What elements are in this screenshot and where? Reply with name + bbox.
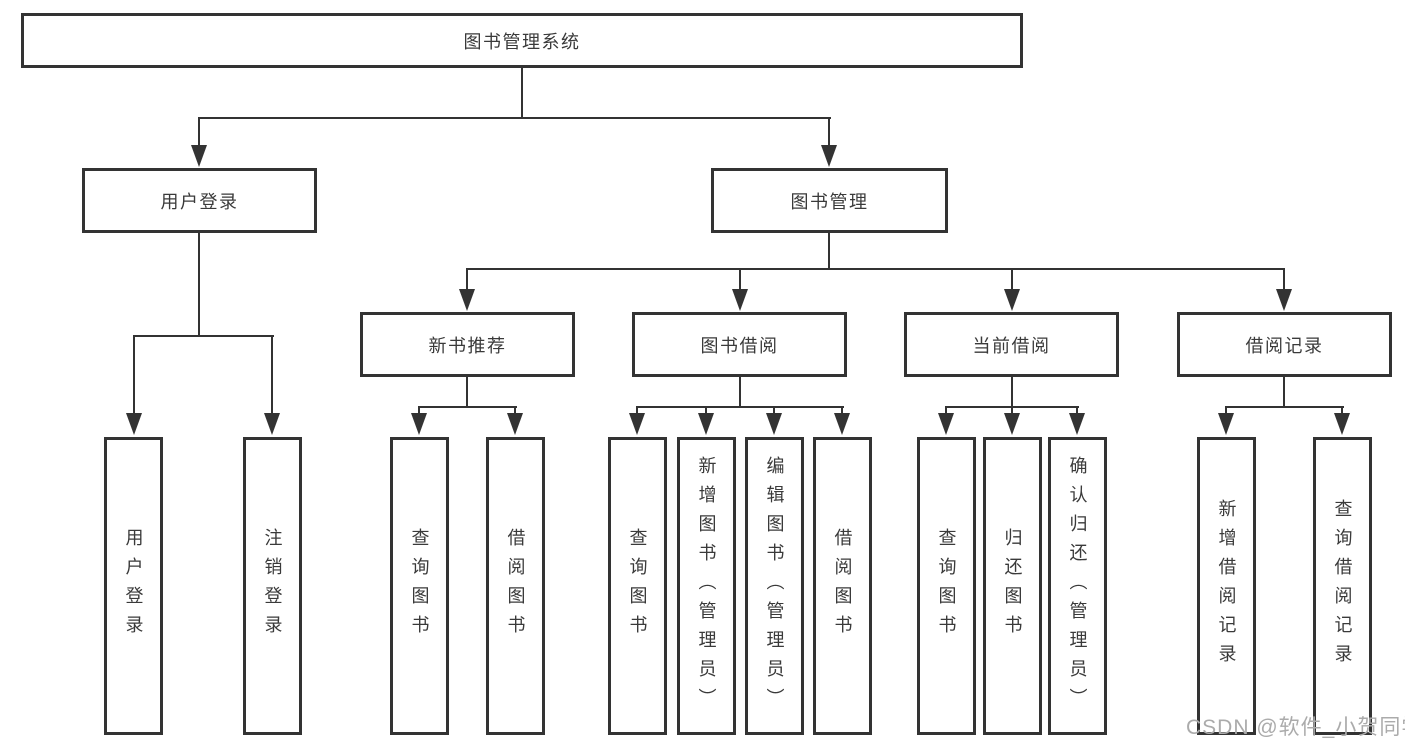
connector-stem-leaf xyxy=(945,406,947,418)
leaf-logout: 注销登录 xyxy=(243,437,302,735)
connector-book-borrow-distributor xyxy=(637,406,844,408)
connector-stem-leaf-user-login xyxy=(133,335,135,415)
leaf-user-login: 用户登录 xyxy=(104,437,163,735)
node-user-login: 用户登录 xyxy=(82,168,317,233)
leaf-logout-label: 注销登录 xyxy=(262,528,283,644)
leaf-query-books-current: 查询图书 xyxy=(917,437,976,735)
leaf-query-borrow-record: 查询借阅记录 xyxy=(1313,437,1372,735)
arrow-down-icon xyxy=(821,145,837,167)
connector-stem-leaf xyxy=(1076,406,1078,418)
connector-current-borrow-trunk xyxy=(1011,377,1013,407)
connector-stem-leaf xyxy=(1225,406,1227,418)
connector-new-book-distributor xyxy=(419,406,517,408)
connector-level2-distributor xyxy=(199,117,831,119)
connector-stem-book-management xyxy=(828,117,830,147)
connector-stem-leaf xyxy=(1011,406,1013,418)
arrow-down-icon xyxy=(698,413,714,435)
leaf-query-books-borrow-label: 查询图书 xyxy=(627,528,648,644)
arrow-down-icon xyxy=(264,413,280,435)
connector-root-trunk xyxy=(521,68,523,118)
arrow-down-icon xyxy=(126,413,142,435)
connector-user-login-trunk xyxy=(198,233,200,336)
connector-stem-leaf xyxy=(841,406,843,418)
connector-stem-leaf xyxy=(514,406,516,418)
arrow-down-icon xyxy=(834,413,850,435)
connector-stem-leaf-logout xyxy=(271,335,273,415)
leaf-confirm-return-admin-label: 确认归还（管理员） xyxy=(1067,455,1088,717)
arrow-down-icon xyxy=(938,413,954,435)
arrow-down-icon xyxy=(1218,413,1234,435)
connector-stem-leaf xyxy=(705,406,707,418)
node-book-borrow-label: 图书借阅 xyxy=(700,335,779,356)
leaf-return-books: 归还图书 xyxy=(983,437,1042,735)
arrow-down-icon xyxy=(1004,289,1020,311)
node-book-management: 图书管理 xyxy=(711,168,948,233)
connector-book-borrow-trunk xyxy=(739,377,741,407)
leaf-borrow-books-recommend: 借阅图书 xyxy=(486,437,545,735)
leaf-borrow-books-label: 借阅图书 xyxy=(832,528,853,644)
connector-borrow-records-trunk xyxy=(1283,377,1285,407)
leaf-confirm-return-admin: 确认归还（管理员） xyxy=(1048,437,1107,735)
node-book-management-label: 图书管理 xyxy=(790,191,869,212)
connector-borrow-records-distributor xyxy=(1226,406,1344,408)
connector-stem-user-login xyxy=(198,117,200,147)
node-new-book-recommend: 新书推荐 xyxy=(360,312,575,377)
connector-stem-leaf xyxy=(1341,406,1343,418)
connector-stem-current-borrow xyxy=(1011,268,1013,291)
arrow-down-icon xyxy=(1276,289,1292,311)
leaf-borrow-books-recommend-label: 借阅图书 xyxy=(505,528,526,644)
connector-user-login-distributor xyxy=(133,335,274,337)
leaf-add-borrow-record: 新增借阅记录 xyxy=(1197,437,1256,735)
arrow-down-icon xyxy=(459,289,475,311)
arrow-down-icon xyxy=(732,289,748,311)
node-current-borrow-label: 当前借阅 xyxy=(972,335,1051,356)
node-root: 图书管理系统 xyxy=(21,13,1023,68)
leaf-query-borrow-record-label: 查询借阅记录 xyxy=(1332,499,1353,673)
leaf-query-books-recommend: 查询图书 xyxy=(390,437,449,735)
connector-stem-book-borrow xyxy=(739,268,741,291)
node-borrow-records: 借阅记录 xyxy=(1177,312,1392,377)
arrow-down-icon xyxy=(629,413,645,435)
arrow-down-icon xyxy=(766,413,782,435)
arrow-down-icon xyxy=(411,413,427,435)
node-new-book-recommend-label: 新书推荐 xyxy=(428,335,507,356)
leaf-add-books-admin-label: 新增图书（管理员） xyxy=(696,455,717,717)
node-borrow-records-label: 借阅记录 xyxy=(1245,335,1324,356)
connector-stem-borrow-records xyxy=(1283,268,1285,291)
leaf-query-books-recommend-label: 查询图书 xyxy=(409,528,430,644)
leaf-query-books-current-label: 查询图书 xyxy=(936,528,957,644)
leaf-query-books-borrow: 查询图书 xyxy=(608,437,667,735)
connector-level3-distributor xyxy=(466,268,1285,270)
node-current-borrow: 当前借阅 xyxy=(904,312,1119,377)
connector-new-book-trunk xyxy=(466,377,468,407)
arrow-down-icon xyxy=(191,145,207,167)
leaf-user-login-label: 用户登录 xyxy=(123,528,144,644)
connector-stem-leaf xyxy=(418,406,420,418)
leaf-edit-books-admin: 编辑图书（管理员） xyxy=(745,437,804,735)
connector-book-management-trunk xyxy=(828,233,830,269)
leaf-return-books-label: 归还图书 xyxy=(1002,528,1023,644)
arrow-down-icon xyxy=(1334,413,1350,435)
leaf-add-borrow-record-label: 新增借阅记录 xyxy=(1216,499,1237,673)
node-user-login-label: 用户登录 xyxy=(160,191,239,212)
node-root-label: 图书管理系统 xyxy=(463,31,581,52)
arrow-down-icon xyxy=(1004,413,1020,435)
leaf-add-books-admin: 新增图书（管理员） xyxy=(677,437,736,735)
arrow-down-icon xyxy=(507,413,523,435)
connector-stem-leaf xyxy=(636,406,638,418)
arrow-down-icon xyxy=(1069,413,1085,435)
leaf-borrow-books: 借阅图书 xyxy=(813,437,872,735)
connector-stem-leaf xyxy=(773,406,775,418)
leaf-edit-books-admin-label: 编辑图书（管理员） xyxy=(764,455,785,717)
node-book-borrow: 图书借阅 xyxy=(632,312,847,377)
csdn-watermark: CSDN @软件_小贺同学 xyxy=(1186,716,1405,739)
connector-stem-new-book xyxy=(466,268,468,291)
